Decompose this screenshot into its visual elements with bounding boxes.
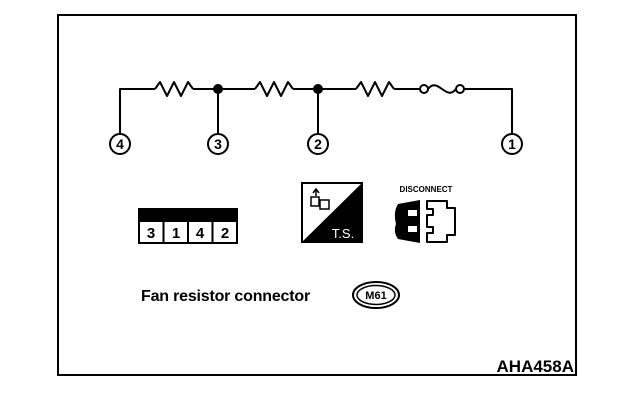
diagram-frame	[57, 14, 577, 376]
pin-4: 4	[109, 133, 131, 155]
pin-1-lead	[464, 88, 513, 134]
disconnect-icon: DISCONNECT	[394, 185, 456, 243]
terminal-label: 2	[221, 225, 229, 242]
connector-caption: Fan resistor connector	[141, 288, 310, 305]
terminal-label: 4	[196, 225, 205, 242]
disconnect-label: DISCONNECT	[400, 185, 453, 194]
connector-half-left-icon	[394, 200, 420, 243]
connector-half-right-icon	[426, 200, 456, 243]
pin-1: 1	[501, 133, 523, 155]
thermal-fuse	[427, 84, 457, 94]
pin-3-label: 3	[214, 136, 222, 152]
terminal-side-icon: T.S.	[301, 182, 363, 243]
pin-3: 3	[207, 133, 229, 155]
resistor-2	[254, 81, 294, 97]
connector-code: M61	[365, 290, 386, 302]
fuse-terminal-right	[455, 84, 465, 94]
connector-code-badge: M61	[352, 281, 400, 309]
ts-label: T.S.	[332, 226, 354, 241]
pin-4-lead	[119, 88, 155, 134]
junction-dot	[313, 84, 323, 94]
figure-reference-code: AHA458A	[497, 357, 574, 376]
resistor-1	[154, 81, 194, 97]
terminal-label: 3	[147, 225, 155, 242]
resistor-circuit	[119, 81, 513, 134]
junction-dot	[213, 84, 223, 94]
pin-1-label: 1	[508, 136, 516, 152]
pin-2-label: 2	[314, 136, 322, 152]
pin-2: 2	[307, 133, 329, 155]
fuse-terminal-left	[419, 84, 429, 94]
pin-4-label: 4	[116, 136, 124, 152]
resistor-3	[355, 81, 395, 97]
connector-face: 3 1 4 2	[138, 208, 238, 244]
terminal-label: 1	[172, 225, 180, 242]
connector-symbol-icon	[310, 187, 330, 210]
